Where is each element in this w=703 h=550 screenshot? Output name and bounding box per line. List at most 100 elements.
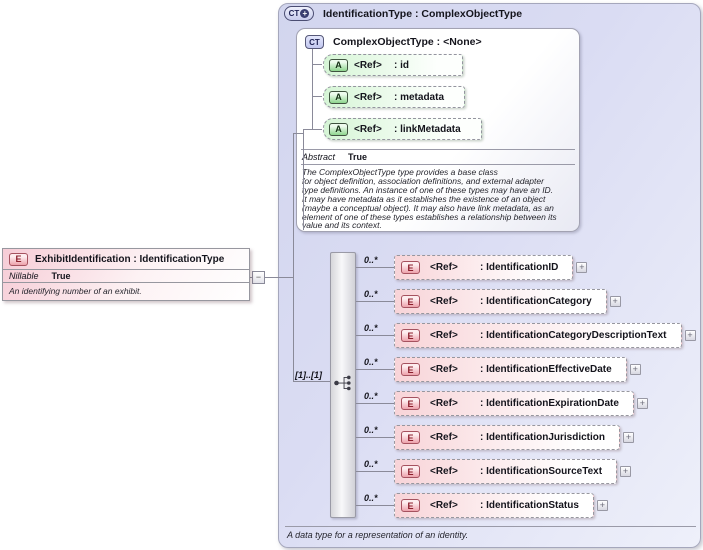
- element-node-exhibitidentification[interactable]: E ExhibitIdentification : Identification…: [2, 248, 250, 301]
- ref-label: <Ref>: [354, 91, 382, 103]
- element-box[interactable]: E <Ref> : IdentificationEffectiveDate: [394, 357, 627, 382]
- ref-label: <Ref>: [430, 330, 458, 341]
- ref-label: <Ref>: [430, 262, 458, 273]
- expand-button[interactable]: +: [629, 364, 641, 375]
- property-label: Nillable: [9, 271, 39, 281]
- connector-line: [356, 403, 394, 404]
- element-node-header: E ExhibitIdentification : Identification…: [3, 249, 249, 270]
- cardinality-label: 0..*: [364, 322, 378, 333]
- element-icon: E: [9, 252, 28, 266]
- attribute-box[interactable]: A <Ref> : id: [323, 54, 463, 76]
- expand-button[interactable]: +: [596, 500, 608, 511]
- element-icon: E: [401, 465, 420, 478]
- cardinality-label: 0..*: [364, 458, 378, 469]
- ref-label: <Ref>: [430, 500, 458, 511]
- collapse-button[interactable]: −: [252, 271, 265, 284]
- base-type-header: CT ComplexObjectType : <None>: [305, 35, 482, 49]
- attribute-name: : metadata: [394, 91, 445, 103]
- element-node-title: ExhibitIdentification : IdentificationTy…: [35, 253, 225, 265]
- connector-line: [312, 64, 322, 65]
- element-box[interactable]: E <Ref> : IdentificationSourceText: [394, 459, 618, 484]
- base-type-documentation: The ComplexObjectType type provides a ba…: [302, 167, 557, 231]
- element-documentation: An identifying number of an exhibit.: [9, 286, 142, 296]
- connector-line: [356, 335, 394, 336]
- element-row: 0..* E <Ref> : IdentificationID +: [356, 255, 696, 280]
- property-value: True: [51, 271, 71, 281]
- element-name: : IdentificationID: [480, 262, 559, 273]
- expand-button[interactable]: +: [609, 296, 621, 307]
- ref-label: <Ref>: [354, 123, 382, 135]
- attribute-icon: A: [329, 122, 348, 136]
- divider: [301, 164, 575, 165]
- property-label: Abstract: [302, 151, 336, 162]
- element-row: 0..* E <Ref> : IdentificationSourceText …: [356, 459, 696, 484]
- attribute-icon: A: [329, 90, 348, 104]
- property-value: True: [348, 151, 368, 162]
- connector-line: [293, 133, 294, 381]
- element-box[interactable]: E <Ref> : IdentificationID: [394, 255, 574, 280]
- divider: [285, 526, 696, 527]
- expand-button[interactable]: +: [576, 262, 588, 273]
- element-name: : IdentificationJurisdiction: [480, 432, 606, 443]
- nillable-property-row: Nillable True: [3, 270, 249, 283]
- cardinality-label: 0..*: [364, 492, 378, 503]
- element-name: : IdentificationCategoryDescriptionText: [480, 330, 667, 341]
- plus-circle-icon: +: [300, 9, 310, 18]
- connector-line: [293, 133, 303, 134]
- ref-label: <Ref>: [430, 296, 458, 307]
- element-name: : IdentificationExpirationDate: [480, 398, 619, 409]
- element-row: 0..* E <Ref> : IdentificationStatus +: [356, 493, 696, 518]
- element-icon: E: [401, 397, 420, 410]
- cardinality-label: 0..*: [364, 288, 378, 299]
- element-icon: E: [401, 329, 420, 342]
- ref-label: <Ref>: [430, 398, 458, 409]
- element-row: 0..* E <Ref> : IdentificationCategoryDes…: [356, 323, 696, 348]
- attribute-list: A <Ref> : id A <Ref> : metadata A <Ref> …: [323, 54, 482, 140]
- attribute-box[interactable]: A <Ref> : linkMetadata: [323, 118, 482, 140]
- element-box[interactable]: E <Ref> : IdentificationCategoryDescript…: [394, 323, 682, 348]
- connector-line: [293, 381, 330, 382]
- divider: [301, 149, 575, 150]
- cardinality-label: 0..*: [364, 424, 378, 435]
- connector-line: [250, 277, 293, 278]
- connector-line: [303, 129, 304, 230]
- ref-label: <Ref>: [430, 364, 458, 375]
- abstract-property-row: Abstract True: [302, 150, 367, 163]
- cardinality-label: 0..*: [364, 356, 378, 367]
- element-row: 0..* E <Ref> : IdentificationJurisdictio…: [356, 425, 696, 450]
- element-name: : IdentificationStatus: [480, 500, 579, 511]
- expand-button[interactable]: +: [636, 398, 648, 409]
- sequence-cardinality-label: [1]..[1]: [295, 370, 322, 380]
- connector-line: [312, 96, 322, 97]
- element-icon: E: [401, 363, 420, 376]
- element-box[interactable]: E <Ref> : IdentificationCategory: [394, 289, 607, 314]
- sequence-icon: [334, 375, 351, 391]
- cardinality-label: 0..*: [364, 390, 378, 401]
- element-row: 0..* E <Ref> : IdentificationEffectiveDa…: [356, 357, 696, 382]
- ref-label: <Ref>: [430, 432, 458, 443]
- type-panel-title: IdentificationType : ComplexObjectType: [323, 7, 523, 20]
- type-panel-header[interactable]: CT+ IdentificationType : ComplexObjectTy…: [284, 6, 522, 21]
- element-icon: E: [401, 431, 420, 444]
- base-type-box[interactable]: CT ComplexObjectType : <None> A <Ref> : …: [296, 28, 580, 232]
- attribute-name: : linkMetadata: [394, 123, 461, 135]
- connector-line: [303, 129, 322, 130]
- cardinality-label: 0..*: [364, 254, 378, 265]
- attribute-icon: A: [329, 58, 348, 72]
- element-icon: E: [401, 261, 420, 274]
- element-name: : IdentificationSourceText: [480, 466, 603, 477]
- element-row: 0..* E <Ref> : IdentificationCategory +: [356, 289, 696, 314]
- element-box[interactable]: E <Ref> : IdentificationJurisdiction: [394, 425, 621, 450]
- sequence-compositor-bar[interactable]: [330, 252, 356, 518]
- expand-button[interactable]: +: [623, 432, 635, 443]
- element-box[interactable]: E <Ref> : IdentificationExpirationDate: [394, 391, 634, 416]
- expand-button[interactable]: +: [684, 330, 696, 341]
- complex-type-global-icon: CT+: [284, 6, 314, 21]
- expand-button[interactable]: +: [620, 466, 632, 477]
- attribute-box[interactable]: A <Ref> : metadata: [323, 86, 466, 108]
- element-list: 0..* E <Ref> : IdentificationID + 0..* E…: [356, 255, 696, 527]
- connector-line: [356, 437, 394, 438]
- connector-line: [356, 471, 394, 472]
- element-box[interactable]: E <Ref> : IdentificationStatus: [394, 493, 594, 518]
